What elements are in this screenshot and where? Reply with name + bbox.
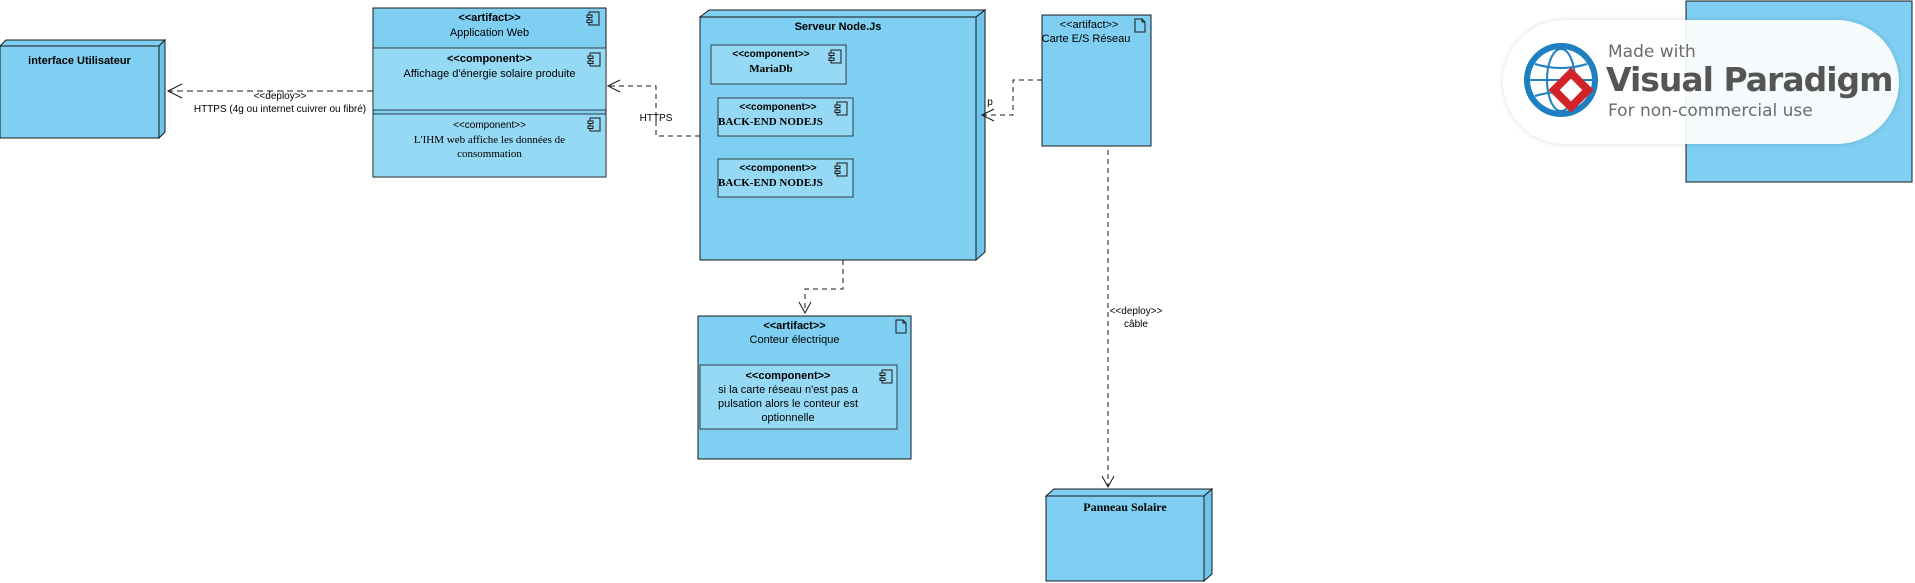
interface-utilisateur-label: interface Utilisateur — [28, 55, 131, 67]
component-ihm-stereotype: <<component>> — [453, 120, 526, 131]
component-conteur-condition[interactable] — [699, 364, 898, 430]
conteur-component-line2: pulsation alors le conteur est — [717, 398, 859, 410]
app-web-stereotype: <<artifact>> — [458, 12, 521, 24]
edge-carte-label: p — [987, 97, 993, 108]
node-serveur-nodejs[interactable] — [698, 8, 987, 262]
artifact-carte-es-reseau[interactable] — [1041, 14, 1152, 147]
component-ihm-name-line1: L'IHM web affiche les données de — [413, 134, 566, 146]
edge-serveur-to-app[interactable] — [606, 79, 700, 137]
backend2-name: BACK-END NODEJS — [718, 177, 823, 189]
globe-logo-icon — [1524, 43, 1598, 117]
backend1-stereotype: <<component>> — [739, 102, 817, 113]
serveur-name: Serveur Node.Js — [794, 21, 882, 33]
component-affichage-energie[interactable] — [372, 47, 607, 111]
mariadb-name: MariaDb — [749, 63, 793, 75]
watermark-brand: Visual Paradigm — [1606, 60, 1894, 99]
node-interface-utilisateur[interactable] — [0, 38, 167, 140]
conteur-component-line1: si la carte réseau n'est pas a — [718, 384, 858, 396]
conteur-name: Conteur électrique — [749, 334, 840, 346]
edge-serveur-to-conteur[interactable] — [798, 260, 844, 315]
component-affichage-name: Affichage d'énergie solaire produite — [403, 68, 576, 80]
carte-name: Carte E/S Réseau — [1041, 33, 1131, 45]
mariadb-stereotype: <<component>> — [732, 49, 810, 60]
artifact-application-web[interactable] — [372, 7, 607, 178]
component-backend-nodejs-1[interactable] — [717, 97, 854, 137]
component-ihm-name-line2: consommation — [457, 148, 522, 160]
carte-stereotype: <<artifact>> — [1059, 19, 1119, 31]
edge-carte-to-panneau[interactable] — [1101, 150, 1115, 489]
edge-cable-stereotype: <<deploy>> — [1109, 306, 1163, 317]
edge-cable-label: câble — [1124, 319, 1148, 330]
panneau-solaire-label: Panneau Solaire — [1083, 500, 1167, 514]
app-web-name: Application Web — [449, 27, 530, 39]
edge-app-to-interface[interactable] — [166, 83, 373, 99]
edge-https-label: HTTPS (4g ou internet cuivrer ou fibré) — [193, 104, 367, 115]
watermark-note: For non-commercial use — [1608, 101, 1813, 121]
watermark-badge: Made with Visual Paradigm For non-commer… — [1503, 20, 1899, 144]
component-ihm-web[interactable] — [372, 113, 607, 178]
edge-deploy-stereotype: <<deploy>> — [253, 91, 307, 102]
conteur-stereotype: <<artifact>> — [763, 320, 826, 332]
edge-serveur-https-label: HTTPS — [639, 113, 673, 124]
backend2-stereotype: <<component>> — [739, 163, 817, 174]
component-affichage-stereotype: <<component>> — [447, 53, 532, 65]
node-panneau-solaire[interactable] — [1044, 487, 1214, 583]
component-backend-nodejs-2[interactable] — [717, 158, 854, 198]
artifact-conteur-electrique[interactable] — [697, 315, 912, 460]
watermark-made-with: Made with — [1608, 42, 1696, 62]
edge-carte-to-serveur[interactable] — [980, 79, 1042, 122]
conteur-component-stereotype: <<component>> — [745, 370, 831, 382]
backend1-name: BACK-END NODEJS — [718, 116, 823, 128]
component-mariadb[interactable] — [710, 44, 847, 85]
conteur-component-line3: optionnelle — [761, 412, 815, 424]
